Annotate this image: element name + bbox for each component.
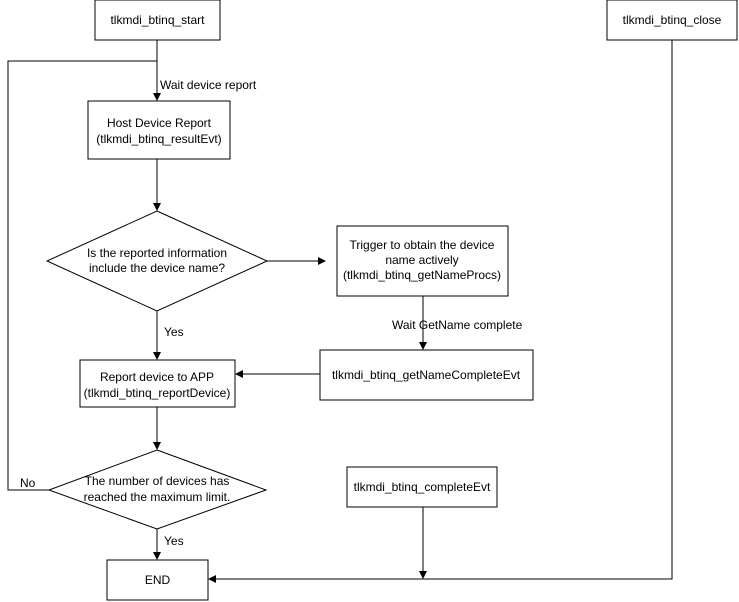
arrowhead <box>208 575 216 583</box>
arrowhead <box>318 257 326 265</box>
edge-label-wait-device-report: Wait device report <box>160 78 257 92</box>
node-complete-evt <box>346 466 498 508</box>
node-decision-name <box>45 210 269 312</box>
node-host-report-line2: (tlkmdi_btinq_resultEvt) <box>96 132 221 146</box>
arrowhead <box>153 352 161 360</box>
node-decision-max <box>47 449 268 530</box>
node-end-label: END <box>145 573 171 587</box>
node-complete-evt-label: tlkmdi_btinq_completeEvt <box>354 480 491 494</box>
node-close-label: tlkmdi_btinq_close <box>623 13 722 27</box>
arrowhead <box>153 442 161 450</box>
edge-label-wait-getname-complete: Wait GetName complete <box>392 318 523 332</box>
node-end <box>106 559 209 601</box>
node-trigger-name-line3: (tlkmdi_btinq_getNameProcs) <box>343 268 501 282</box>
edge-label-no-max: No <box>20 476 36 490</box>
node-getname-complete-label: tlkmdi_btinq_getNameCompleteEvt <box>332 368 521 382</box>
node-host-report <box>87 100 231 160</box>
arrowhead <box>153 203 161 211</box>
node-report-device <box>79 359 236 408</box>
edge-close-to-end <box>214 40 673 580</box>
edge-label-yes-name: Yes <box>164 325 184 339</box>
arrowhead <box>419 342 427 350</box>
arrowhead <box>235 370 243 378</box>
node-decision-name-line1: Is the reported information <box>87 246 227 260</box>
edge-label-yes-max: Yes <box>164 534 184 548</box>
edge-no-loop-back <box>7 60 157 491</box>
arrowhead <box>153 552 161 560</box>
node-decision-name-line2: include the device name? <box>89 261 225 275</box>
node-decision-max-line1: The number of devices has <box>85 474 230 488</box>
arrowhead <box>153 93 161 101</box>
node-decision-max-line2: reached the maximum limit. <box>84 490 231 504</box>
node-trigger-name <box>336 225 509 297</box>
node-trigger-name-line2: name actively <box>385 253 458 267</box>
node-trigger-name-line1: Trigger to obtain the device <box>350 238 495 252</box>
node-getname-complete <box>319 349 534 401</box>
node-close <box>606 0 738 41</box>
node-start <box>94 0 221 41</box>
arrowhead <box>419 571 427 579</box>
node-report-device-line1: Report device to APP <box>100 370 214 384</box>
node-start-label: tlkmdi_btinq_start <box>110 13 205 27</box>
node-host-report-line1: Host Device Report <box>107 116 212 130</box>
node-report-device-line2: (tlkmdi_btinq_reportDevice) <box>84 386 231 400</box>
